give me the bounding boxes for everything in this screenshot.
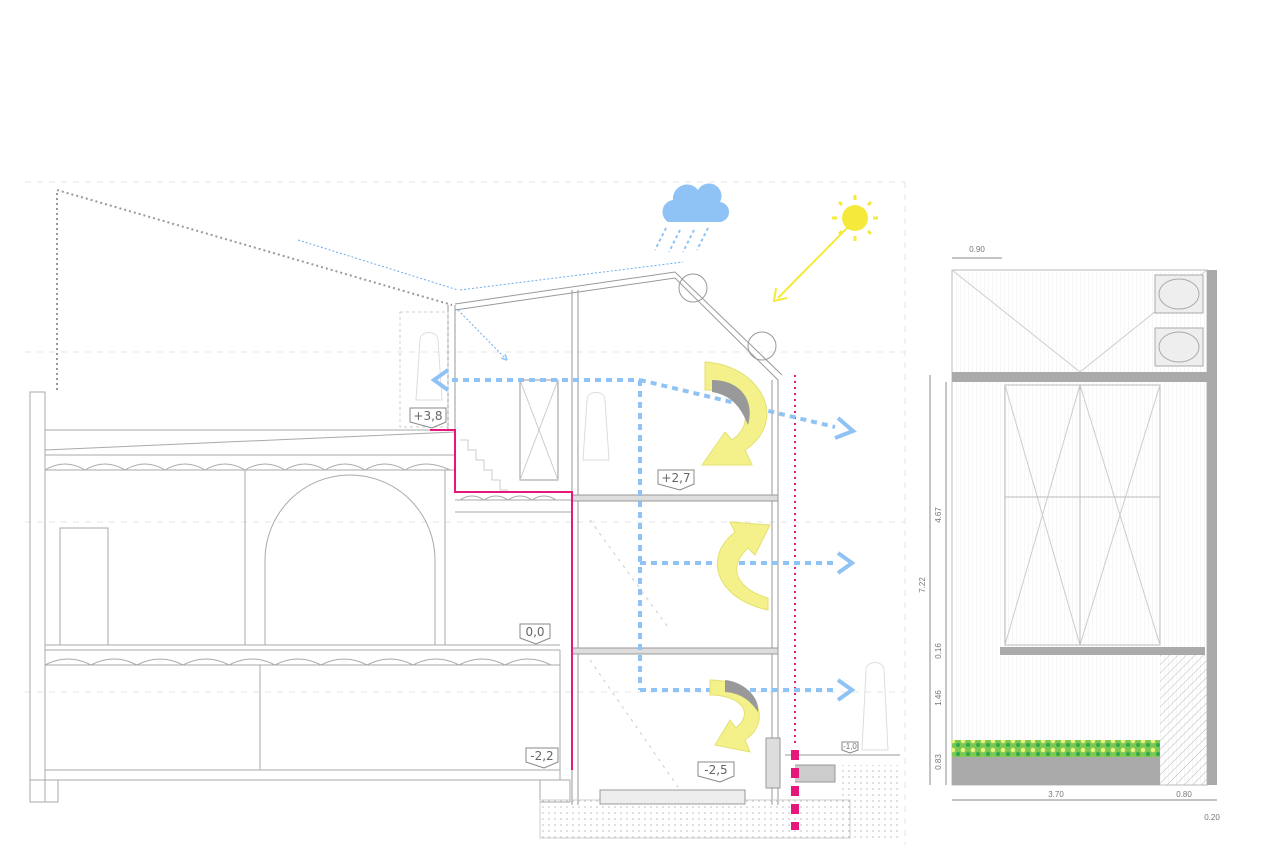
dim-lower: 1.46 (934, 690, 943, 706)
svg-text:-2,5: -2,5 (704, 763, 727, 777)
dim-wall: 0.20 (1204, 813, 1220, 822)
level-marker-street: -1,0 (841, 741, 859, 754)
dim-window-height: 4.67 (934, 507, 943, 523)
sightline (56, 188, 453, 390)
convection-arrow-icon (701, 361, 771, 753)
boundary-line (430, 429, 573, 770)
svg-text:+3,8: +3,8 (413, 409, 442, 423)
svg-text:0,0: 0,0 (525, 625, 544, 639)
cloud-rain-icon (654, 183, 730, 253)
lower-vaults (44, 658, 552, 666)
upper-vaults (44, 463, 451, 471)
dim-total-height: 7.22 (918, 577, 927, 593)
dimension-lines (929, 257, 1217, 801)
new-tower-section (399, 271, 900, 840)
dim-planter: 0.83 (934, 754, 943, 770)
dim-side-width: 0.80 (1176, 790, 1192, 799)
level-marker-upper: +2,7 (657, 469, 695, 491)
svg-text:+2,7: +2,7 (661, 471, 690, 485)
dim-bottom-width: 3.70 (1048, 790, 1064, 799)
existing-building-section (29, 391, 572, 803)
air-flow-arrow-icon (452, 378, 838, 692)
sun-icon (772, 195, 878, 303)
level-marker-tower-base: -2,5 (697, 761, 735, 783)
level-marker-basement: -2,2 (525, 747, 559, 769)
air-flow-arrowheads (430, 368, 857, 702)
svg-text:-1,0: -1,0 (843, 742, 857, 751)
level-marker-ground: 0,0 (519, 623, 551, 645)
svg-text:-2,2: -2,2 (530, 749, 553, 763)
dim-sill: 0.16 (934, 643, 943, 659)
rain-lines (297, 239, 684, 358)
facade-elevation (951, 269, 1217, 786)
level-marker-roof: +3,8 (409, 407, 447, 429)
dim-top-width: 0.90 (969, 245, 985, 254)
